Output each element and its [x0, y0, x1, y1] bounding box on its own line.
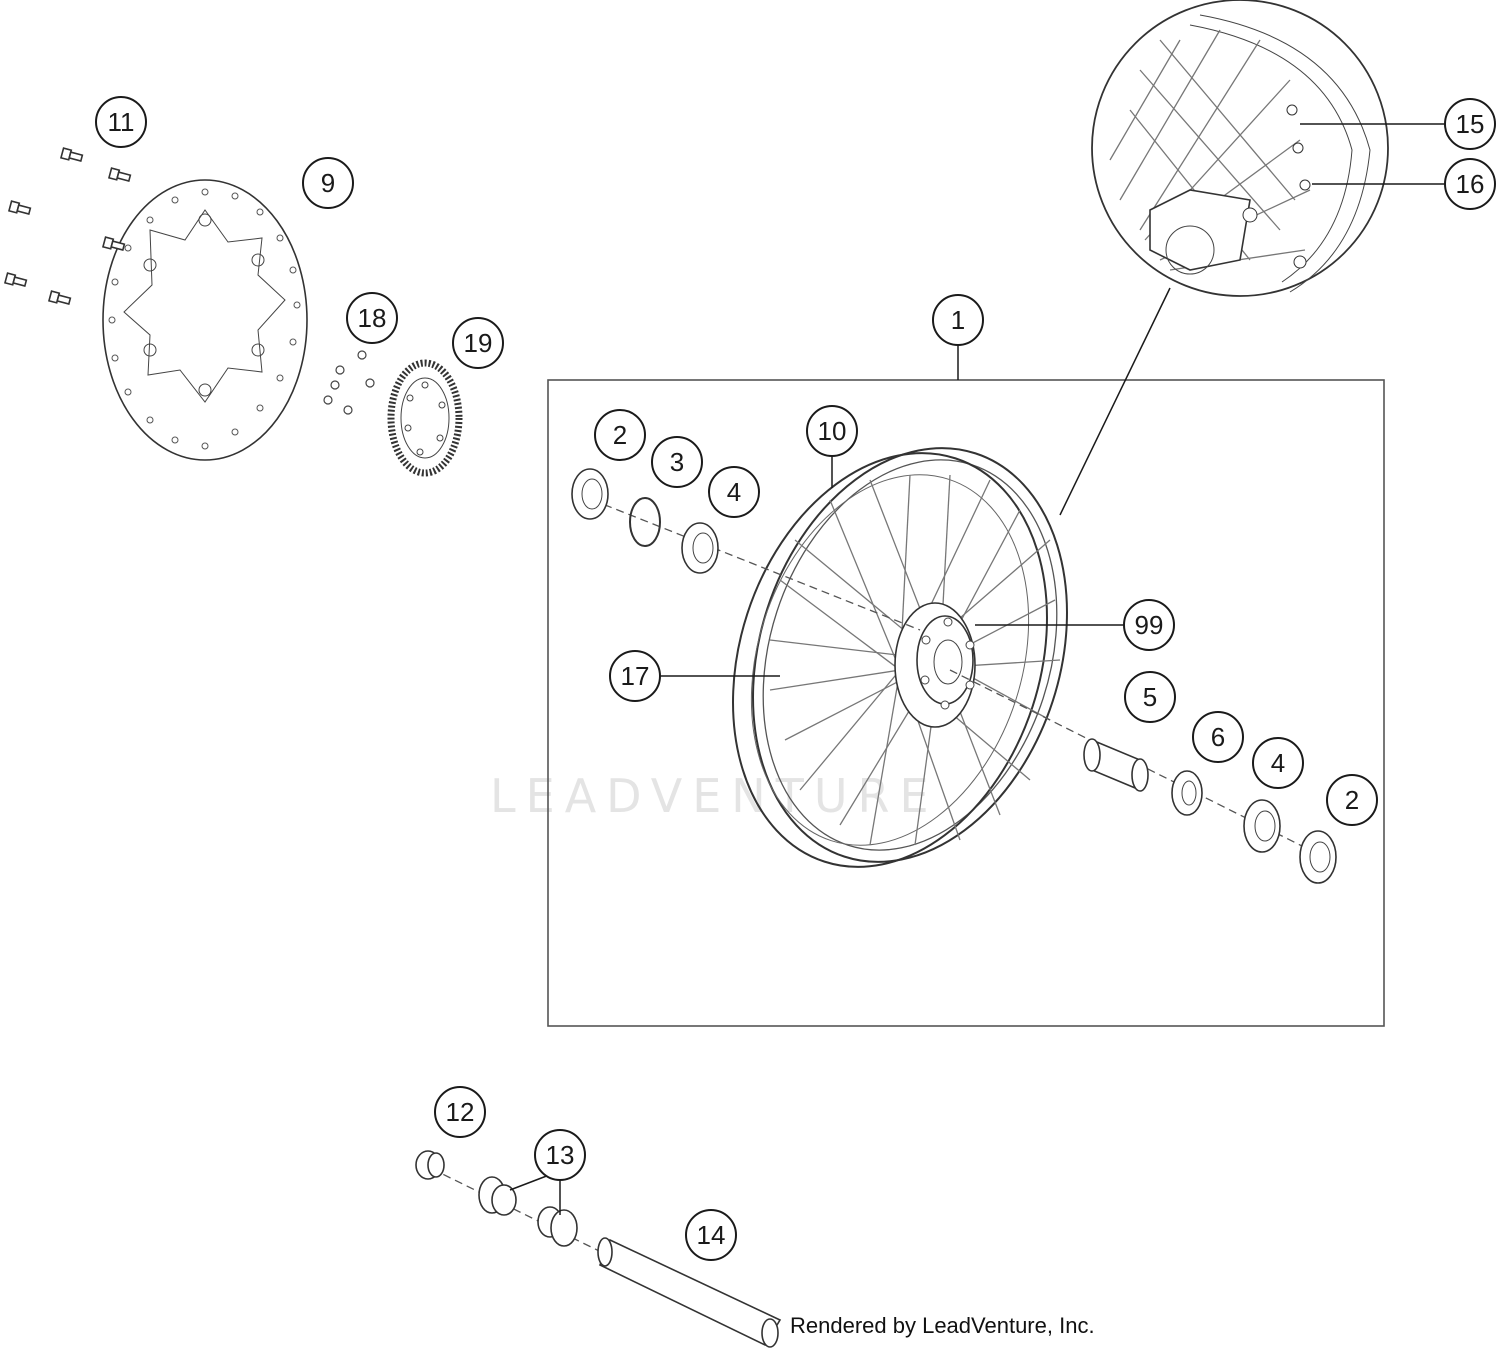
callout-2-right: 2 — [1326, 774, 1378, 826]
callout-3: 3 — [651, 436, 703, 488]
callout-16: 16 — [1444, 158, 1496, 210]
svg-text:19: 19 — [464, 328, 493, 358]
svg-text:15: 15 — [1456, 109, 1485, 139]
svg-text:9: 9 — [321, 168, 335, 198]
leader-lines — [509, 123, 1445, 1215]
assembly-frame — [547, 379, 1385, 1027]
axle-cap — [415, 1150, 445, 1180]
svg-text:6: 6 — [1211, 722, 1225, 752]
wheel-spacer — [1083, 738, 1149, 792]
svg-text:4: 4 — [727, 477, 741, 507]
callout-4-right: 4 — [1252, 737, 1304, 789]
front-axle — [597, 1237, 782, 1348]
svg-text:1: 1 — [951, 305, 965, 335]
left-bearing — [681, 522, 719, 574]
svg-text:16: 16 — [1456, 169, 1485, 199]
callout-18: 18 — [346, 292, 398, 344]
sensor-ring-screws — [323, 350, 375, 415]
callout-19: 19 — [452, 317, 504, 369]
callout-6: 6 — [1192, 711, 1244, 763]
svg-text:99: 99 — [1135, 610, 1164, 640]
right-seal — [1299, 830, 1337, 884]
svg-text:18: 18 — [358, 303, 387, 333]
svg-text:10: 10 — [818, 416, 847, 446]
svg-text:4: 4 — [1271, 748, 1285, 778]
right-bearing — [1243, 799, 1281, 853]
abs-sensor-ring — [387, 359, 463, 477]
disc-holes — [108, 188, 301, 450]
watermark: LEADVENTURE — [490, 769, 939, 823]
svg-text:2: 2 — [1345, 785, 1359, 815]
svg-text:2: 2 — [613, 420, 627, 450]
render-credit: Rendered by LeadVenture, Inc. — [790, 1313, 1095, 1338]
callout-13: 13 — [534, 1129, 586, 1181]
callout-12: 12 — [434, 1086, 486, 1138]
svg-text:11: 11 — [108, 107, 135, 137]
svg-text:3: 3 — [670, 447, 684, 477]
svg-text:17: 17 — [621, 661, 650, 691]
left-circlip — [629, 497, 661, 547]
callout-99: 99 — [1123, 599, 1175, 651]
callout-4-left: 4 — [708, 466, 760, 518]
left-seal — [571, 468, 609, 520]
callout-9: 9 — [302, 157, 354, 209]
upper-axis-line — [579, 494, 921, 631]
callout-17: 17 — [609, 650, 661, 702]
axle-spacer-left — [478, 1176, 517, 1216]
axle-spacer-right — [537, 1206, 578, 1247]
callout-10: 10 — [806, 405, 858, 457]
right-washer — [1171, 770, 1203, 816]
svg-text:5: 5 — [1143, 682, 1157, 712]
svg-text:13: 13 — [546, 1140, 575, 1170]
svg-text:14: 14 — [697, 1220, 726, 1250]
callout-15: 15 — [1444, 98, 1496, 150]
spoked-wheel — [732, 447, 1068, 868]
callout-1: 1 — [932, 294, 984, 346]
callout-2-left: 2 — [594, 409, 646, 461]
brake-disc — [102, 179, 308, 461]
callout-14: 14 — [685, 1209, 737, 1261]
callout-5: 5 — [1124, 671, 1176, 723]
svg-text:12: 12 — [446, 1097, 475, 1127]
callout-11: 11 — [95, 96, 147, 148]
spoke-nipple-detail — [1091, 0, 1389, 297]
disc-bolts — [3, 147, 132, 305]
